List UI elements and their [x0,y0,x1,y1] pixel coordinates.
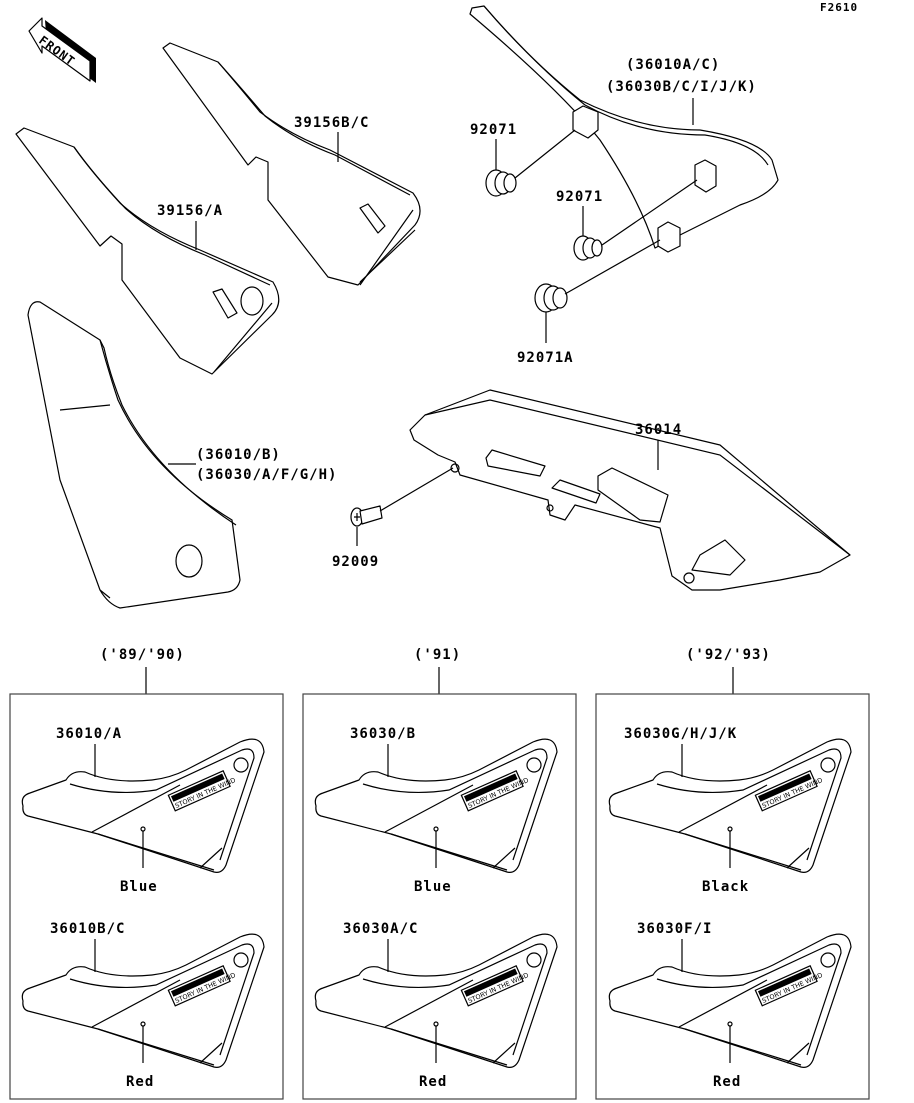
front-arrow-icon: FRONT [28,17,96,83]
part-39156bc [162,42,421,286]
bolt-92009 [350,505,383,527]
part-number-label: 36030G/H/J/K [624,726,737,742]
part-36014-chain-guard [409,389,851,591]
color-label: Blue [120,879,158,895]
part-number-label: 36030A/C [343,921,418,937]
label-36014: 36014 [635,422,682,438]
label-92009: 92009 [332,554,379,570]
label-39156a: 39156/A [157,203,223,219]
color-label: Red [126,1074,154,1090]
grommet-92071-2 [573,235,603,261]
figure-code: F2610 [820,1,858,14]
part-36010ac-side-cover [469,5,779,253]
label-92071-2: 92071 [556,189,603,205]
group-91: ('91) STORY IN THE WIND 36030/B Blue STO… [302,647,577,1100]
group-years: ('89/'90) [100,647,185,663]
color-label: Blue [414,879,452,895]
label-39156bc: 39156B/C [294,115,369,131]
part-number-label: 36010/A [56,726,122,742]
label-36010b: (36010/B) [196,447,281,463]
part-39156a [15,127,280,375]
group-years: ('91) [414,647,461,663]
group-years: ('92/'93) [686,647,771,663]
label-36010ac: (36010A/C) [626,57,720,73]
part-number-label: 36010B/C [50,921,125,937]
grommet-92071a [534,283,568,313]
group-92-93: ('92/'93) STORY IN THE WIND 36030G/H/J/K… [595,647,870,1100]
part-number-label: 36030/B [350,726,416,742]
grommet-92071-1 [485,169,517,197]
label-92071a: 92071A [517,350,574,366]
color-label: Red [419,1074,447,1090]
part-number-label: 36030F/I [637,921,712,937]
label-92071-1: 92071 [470,122,517,138]
group-89-90: ('89/'90) STORY IN THE WIND 36010/A Blue… [9,647,284,1100]
label-36030bcijk: (36030B/C/I/J/K) [606,79,757,95]
label-36030afgh: (36030/A/F/G/H) [196,467,337,483]
part-36010b-side-cover [27,301,241,609]
color-label: Red [713,1074,741,1090]
color-label: Black [702,879,749,895]
